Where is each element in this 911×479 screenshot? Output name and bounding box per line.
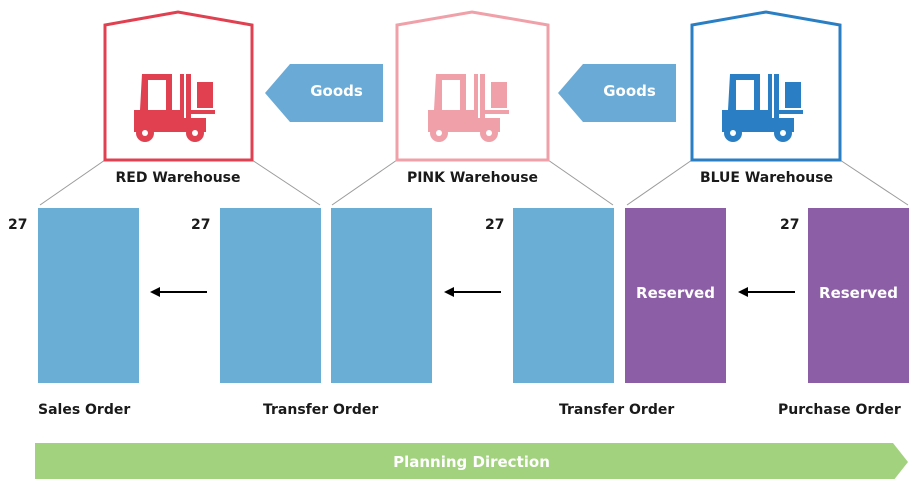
goods-label: Goods (310, 82, 363, 100)
pink-warehouse (395, 10, 550, 162)
forklift-icon (722, 74, 803, 142)
transfer-order-in-pink-bar (331, 208, 432, 383)
purchase-order-quantity: 27 (780, 217, 800, 233)
sales-order-label: Sales Order (38, 402, 131, 418)
warehouse-house-icon (395, 10, 550, 162)
goods-arrow-shape (265, 64, 383, 122)
forklift-icon (134, 74, 215, 142)
transfer-order-out-quantity: 27 (191, 217, 211, 233)
pink-warehouse-label: PINK Warehouse (406, 170, 539, 186)
goods-arrow-shape (558, 64, 676, 122)
forklift-icon (428, 74, 509, 142)
transfer-order-blue-bar (513, 208, 614, 383)
red-warehouse-label: RED Warehouse (115, 170, 241, 186)
warehouse-house-icon (103, 10, 254, 162)
transfer-order-out-label: Transfer Order (263, 402, 379, 418)
flow-arrow-icon (150, 287, 207, 297)
reserved-label: Reserved (636, 284, 715, 302)
transfer-order-out-bar (220, 208, 321, 383)
purchase-order-bar (808, 208, 909, 383)
reserved-blue-bar (625, 208, 726, 383)
blue-warehouse (690, 10, 842, 162)
sales-order-quantity: 27 (8, 217, 28, 233)
sales-order-bar (38, 208, 139, 383)
planning-direction-arrow (35, 443, 908, 479)
goods-label: Goods (603, 82, 656, 100)
transfer-order-blue-quantity: 27 (485, 217, 505, 233)
connector-lines (39, 159, 909, 206)
flow-arrow-icon (738, 287, 795, 297)
red-warehouse (103, 10, 254, 162)
planning-direction-label: Planning Direction (393, 453, 550, 471)
purchase-order-label: Purchase Order (778, 402, 901, 418)
blue-warehouse-label: BLUE Warehouse (699, 170, 834, 186)
warehouse-house-icon (690, 10, 842, 162)
reserved-label: Reserved (819, 284, 898, 302)
transfer-order-in-label: Transfer Order (559, 402, 675, 418)
flow-arrow-icon (444, 287, 501, 297)
